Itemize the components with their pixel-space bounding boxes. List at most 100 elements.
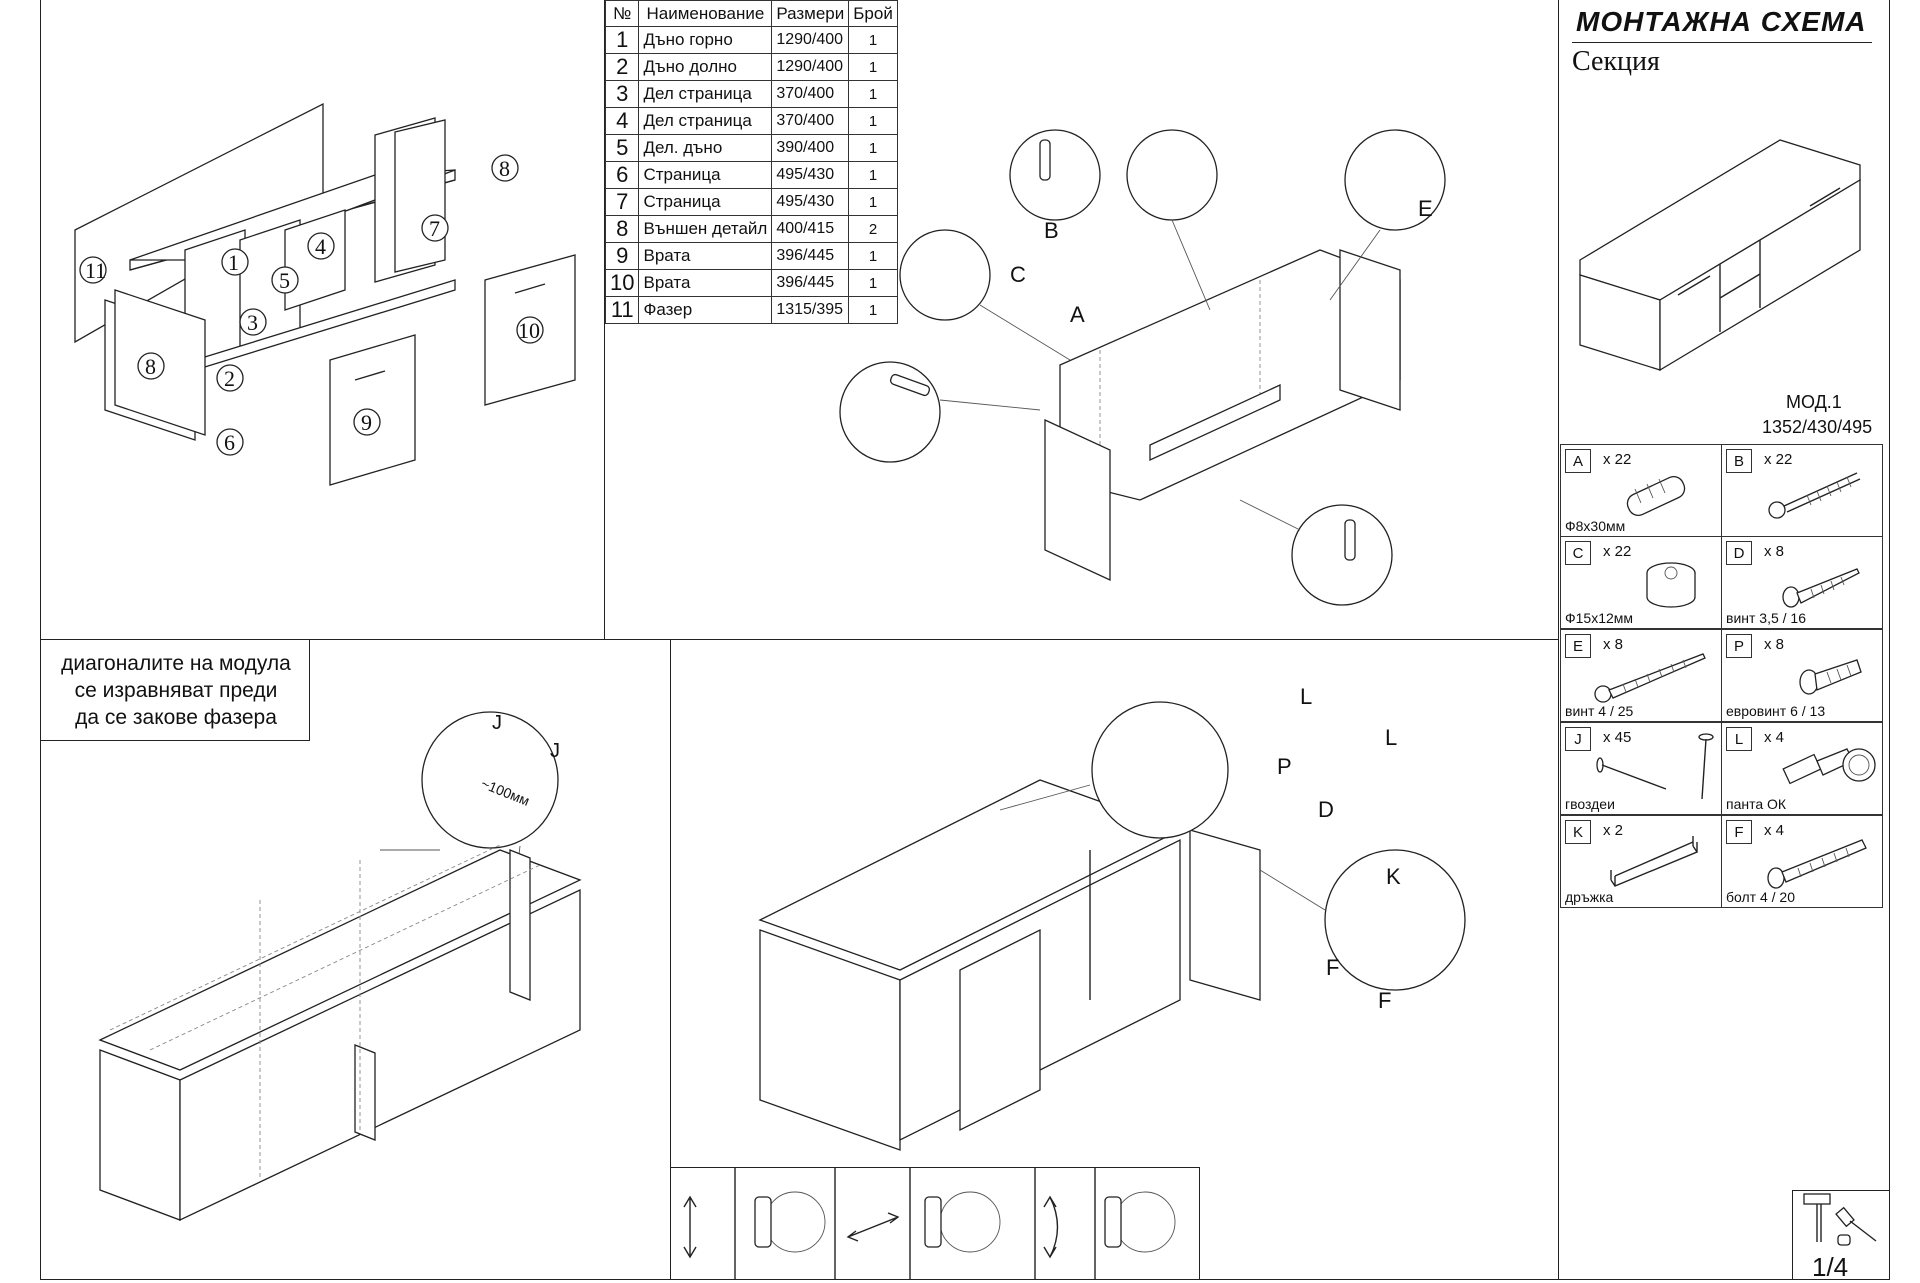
- hardware-qty: x 8: [1764, 543, 1785, 560]
- part-number: 11: [604, 296, 640, 324]
- hardware-qty: x 4: [1764, 822, 1785, 839]
- cabinet-preview-drawing: [1579, 139, 1861, 372]
- part-name: Врата: [638, 269, 773, 297]
- hardware-desc: винт 3,5 / 16: [1726, 610, 1806, 626]
- callout-label-7: 7: [429, 216, 440, 241]
- part-name: Фазер: [638, 296, 773, 324]
- callout-label-9: 9: [361, 410, 372, 435]
- hardware-letter: D: [1726, 541, 1752, 565]
- part-number: 1: [604, 26, 640, 54]
- part-number: 6: [604, 161, 640, 189]
- hardware-cell-j: J x 45 гвоздеи: [1560, 722, 1722, 815]
- part-name: Дел страница: [638, 80, 773, 108]
- part-number: 9: [604, 242, 640, 270]
- part-name: Дъно долно: [638, 53, 773, 81]
- hardware-qty: x 22: [1603, 543, 1632, 560]
- table-header-row: № Наименование Размери Брой: [604, 0, 898, 27]
- cam-lock-icon: [1646, 562, 1696, 608]
- detail-label-k: K: [1386, 864, 1401, 889]
- column-header: №: [604, 0, 640, 27]
- detail-label-j-1: J: [492, 712, 502, 734]
- part-qty: 1: [848, 53, 898, 81]
- short-screw-icon: [1782, 568, 1860, 608]
- part-number: 5: [604, 134, 640, 162]
- part-size: 495/430: [771, 161, 850, 189]
- hardware-cell-f: F x 4 болт 4 / 20: [1721, 815, 1883, 908]
- hardware-desc: гвоздеи: [1565, 796, 1615, 812]
- hinge-adjustment-icons: [683, 1167, 1176, 1280]
- hardware-desc: дръжка: [1565, 889, 1614, 905]
- part-qty: 1: [848, 188, 898, 216]
- hardware-letter: B: [1726, 449, 1752, 473]
- part-number: 7: [604, 188, 640, 216]
- hardware-qty: x 8: [1603, 636, 1624, 653]
- hardware-cell-a: A x 22 Ф8x30мм: [1560, 444, 1722, 537]
- hardware-cell-p: P x 8 евровинт 6 / 13: [1721, 629, 1883, 722]
- part-size: 400/415: [771, 215, 850, 243]
- part-number: 4: [604, 107, 640, 135]
- part-qty: 1: [848, 161, 898, 189]
- part-number: 10: [604, 269, 640, 297]
- part-size: 1315/395: [771, 296, 850, 324]
- part-size: 396/445: [771, 269, 850, 297]
- model-name: МОД.1: [1786, 392, 1842, 412]
- callout-label-10: 10: [518, 318, 540, 343]
- hardware-qty: x 8: [1764, 636, 1785, 653]
- hardware-qty: x 4: [1764, 729, 1785, 746]
- screwdriver-icon: [1835, 1206, 1877, 1246]
- nail-icon: [1596, 733, 1714, 800]
- hardware-cell-e: E x 8 винт 4 / 25: [1560, 629, 1722, 722]
- callout-label-1: 1: [228, 250, 239, 275]
- note-line: се изравняват преди: [74, 679, 278, 702]
- part-size: 495/430: [771, 188, 850, 216]
- detail-label-l-1: L: [1300, 684, 1313, 709]
- part-size: 396/445: [771, 242, 850, 270]
- callout-label-6: 6: [224, 430, 235, 455]
- hardware-qty: x 45: [1603, 729, 1632, 746]
- hardware-cell-k: K x 2 дръжка: [1560, 815, 1722, 908]
- part-qty: 1: [848, 242, 898, 270]
- detail-label-c: C: [1010, 262, 1026, 287]
- hardware-letter: L: [1726, 727, 1752, 751]
- part-name: Дел страница: [638, 107, 773, 135]
- callout-label-4: 4: [315, 234, 326, 259]
- hardware-cell-l: L x 4 панта ОК: [1721, 722, 1883, 815]
- hardware-letter: C: [1565, 541, 1591, 565]
- title-underline: [1572, 42, 1872, 43]
- detail-label-j-2: J: [550, 740, 560, 762]
- bolt-icon: [1767, 839, 1867, 889]
- hardware-cell-b: B x 22: [1721, 444, 1883, 537]
- part-size: 1290/400: [771, 26, 850, 54]
- exploded-view-drawing: [74, 102, 576, 486]
- part-qty: 1: [848, 80, 898, 108]
- hardware-desc: панта ОК: [1726, 796, 1787, 812]
- part-name: Врата: [638, 242, 773, 270]
- detail-label-f-1: F: [1326, 955, 1340, 980]
- part-name: Страница: [638, 188, 773, 216]
- hardware-desc: винт 4 / 25: [1565, 703, 1634, 719]
- callout-label-5: 5: [279, 268, 290, 293]
- callout-label-8-side: 8: [145, 354, 156, 379]
- part-size: 370/400: [771, 107, 850, 135]
- page-title: МОНТАЖНА СХЕМА: [1576, 6, 1867, 37]
- detail-label-a: A: [1070, 302, 1085, 327]
- back-panel-nailing-drawing: [98, 711, 582, 1222]
- column-header: Брой: [848, 0, 898, 27]
- note-text: диагоналите на модула се изравняват пред…: [42, 650, 310, 731]
- hardware-letter: J: [1565, 727, 1591, 751]
- hardware-desc: болт 4 / 20: [1726, 889, 1795, 905]
- part-qty: 1: [848, 269, 898, 297]
- part-name: Външен детайл: [638, 215, 773, 243]
- long-screw-icon: [1594, 653, 1706, 703]
- hardware-qty: x 22: [1764, 451, 1793, 468]
- hardware-letter: P: [1726, 634, 1752, 658]
- euro-screw-icon: [1799, 659, 1862, 695]
- hinge-icon: [1782, 748, 1876, 785]
